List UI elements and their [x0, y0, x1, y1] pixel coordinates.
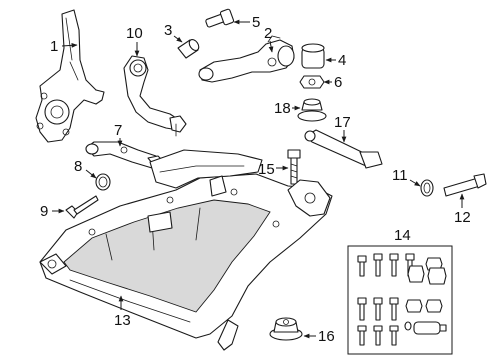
callout-3-label: 3: [164, 22, 172, 39]
callout-6: 6: [323, 74, 342, 91]
callout-8-label: 8: [74, 158, 82, 175]
callout-15: 15: [258, 161, 289, 178]
subframe: [39, 149, 333, 351]
callout-14: 14: [394, 227, 411, 244]
upper-control-arm: [198, 35, 295, 83]
callout-10-label: 10: [126, 25, 143, 42]
bolt-upper: [205, 8, 235, 28]
callout-17: 17: [334, 114, 351, 143]
mount-nut-18: [297, 98, 327, 122]
nut-6: [299, 75, 325, 89]
callout-4-label: 4: [338, 52, 346, 69]
kit-bolt-row-2: [357, 297, 443, 321]
callout-13: 13: [114, 295, 131, 329]
brace-bar: [304, 129, 383, 169]
mount-16: [269, 317, 303, 341]
callout-18: 18: [274, 100, 301, 117]
lower-control-arm-rear: [123, 55, 187, 137]
callout-2: 2: [264, 25, 274, 53]
bolt-15: [287, 149, 301, 185]
washer-11: [420, 179, 434, 197]
kit-nut-row-1: [407, 265, 447, 285]
callout-7: 7: [114, 122, 123, 147]
callout-7-label: 7: [114, 122, 122, 139]
callout-12-label: 12: [454, 209, 471, 226]
kit-adhesive-tube: [404, 321, 447, 335]
callout-9-label: 9: [40, 203, 48, 220]
callout-4: 4: [325, 52, 346, 69]
callout-8: 8: [74, 158, 97, 179]
callout-1: 1: [50, 38, 78, 55]
callout-16: 16: [303, 328, 335, 345]
bolt-9: [65, 195, 99, 219]
callout-12: 12: [454, 193, 471, 226]
callout-18-label: 18: [274, 100, 291, 117]
bushing-4: [301, 43, 325, 69]
steering-knuckle: [35, 9, 105, 143]
callout-3: 3: [164, 22, 183, 43]
callout-5-label: 5: [252, 14, 260, 31]
callout-17-label: 17: [334, 114, 351, 131]
callout-14-label: 14: [394, 227, 411, 244]
bushing: [177, 39, 200, 59]
callout-9: 9: [40, 203, 65, 220]
bolt-12: [443, 173, 487, 197]
callout-5: 5: [233, 14, 260, 31]
callout-11: 11: [392, 167, 421, 187]
callout-15-label: 15: [258, 161, 275, 178]
callout-11-label: 11: [392, 167, 408, 184]
callout-16-label: 16: [318, 328, 335, 345]
callout-13-label: 13: [114, 312, 131, 329]
callout-1-label: 1: [50, 38, 58, 55]
kit-bolt-row-3: [357, 325, 399, 346]
callout-2-label: 2: [264, 25, 272, 42]
hardware-kit-inset: [347, 245, 453, 355]
callout-6-label: 6: [334, 74, 342, 91]
callout-10: 10: [126, 25, 143, 57]
washer-8: [95, 173, 111, 191]
